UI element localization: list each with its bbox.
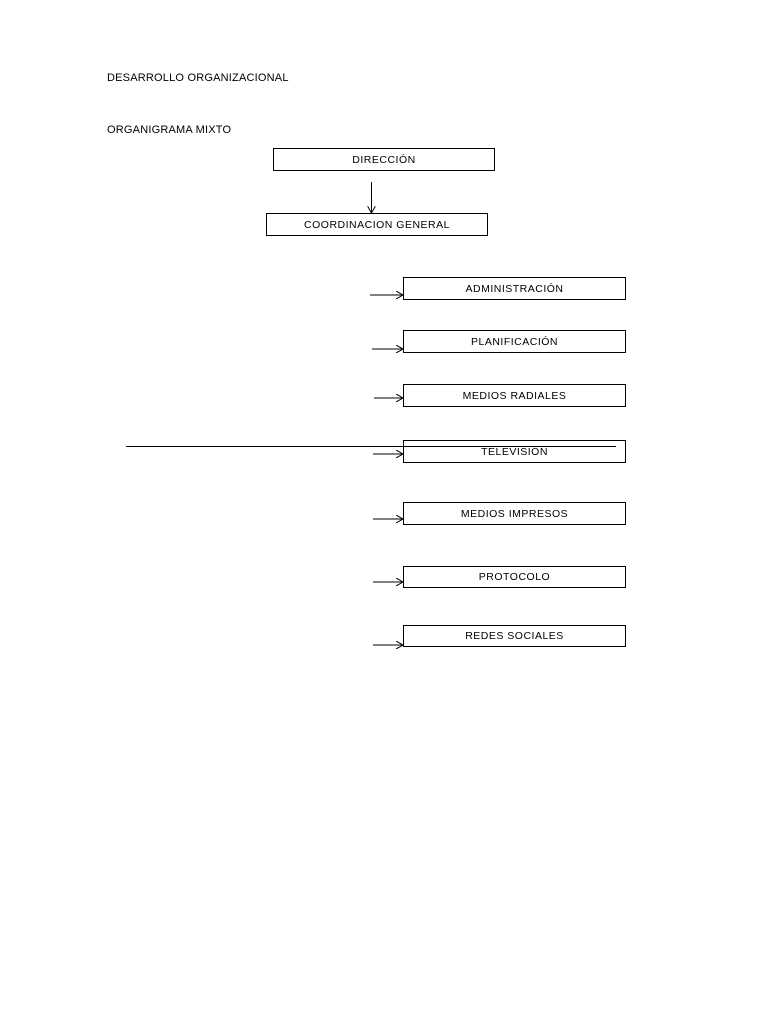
box-protocolo: PROTOCOLO bbox=[403, 566, 626, 588]
box-medios-impresos-label: MEDIOS IMPRESOS bbox=[460, 507, 569, 520]
organigram-title: ORGANIGRAMA MIXTO bbox=[107, 124, 232, 136]
box-planificacion: PLANIFICACIÓN bbox=[403, 330, 626, 353]
box-coordinacion-general-label: COORDINACION GENERAL bbox=[304, 218, 450, 231]
box-medios-radiales-label: MEDIOS RADIALES bbox=[462, 389, 567, 402]
box-protocolo-label: PROTOCOLO bbox=[478, 571, 551, 583]
box-redes-sociales: REDES SOCIALES bbox=[403, 625, 626, 647]
box-redes-sociales-label: REDES SOCIALES bbox=[465, 630, 564, 642]
box-direccion-label: DIRECCIÓN bbox=[352, 153, 416, 166]
box-television: TELEVISIÓN bbox=[403, 440, 626, 463]
box-medios-impresos: MEDIOS IMPRESOS bbox=[403, 502, 626, 525]
box-coordinacion-general: COORDINACION GENERAL bbox=[266, 213, 488, 236]
box-planificacion-label: PLANIFICACIÓN bbox=[470, 335, 558, 348]
box-television-label: TELEVISIÓN bbox=[481, 445, 548, 458]
box-direccion: DIRECCIÓN bbox=[273, 148, 495, 171]
document-title: DESARROLLO ORGANIZACIONAL bbox=[107, 72, 289, 84]
box-medios-radiales: MEDIOS RADIALES bbox=[403, 384, 626, 407]
box-administracion-label: ADMINISTRACIÓN bbox=[465, 282, 564, 295]
box-administracion: ADMINISTRACIÓN bbox=[403, 277, 626, 300]
